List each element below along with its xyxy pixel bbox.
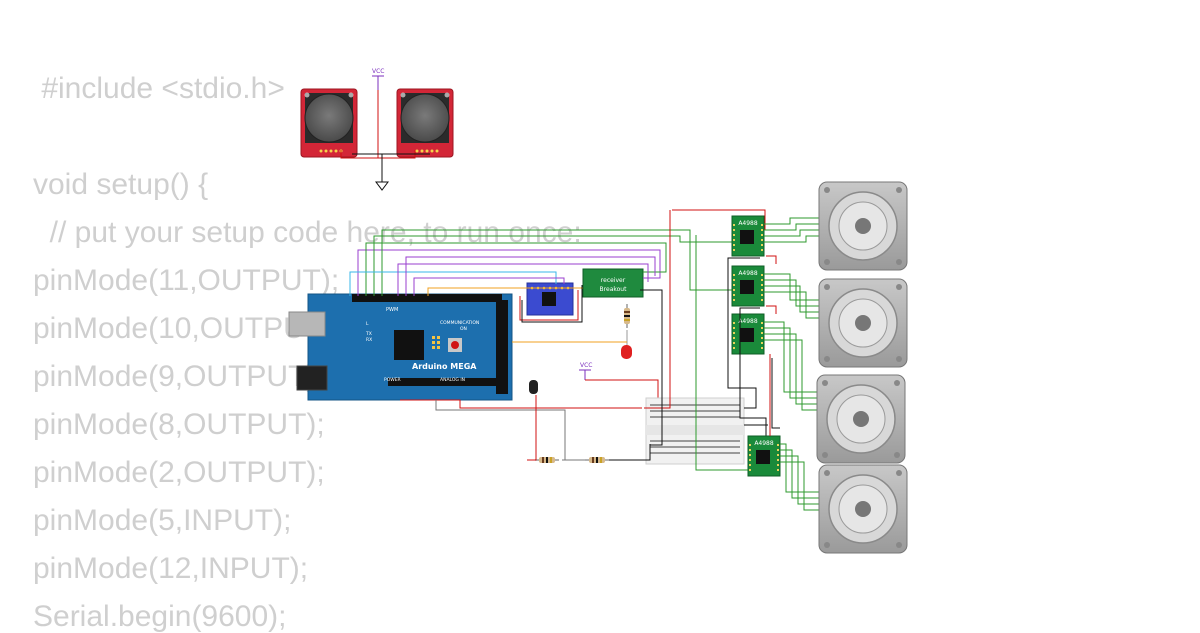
code-line: Serial.begin(9600); bbox=[33, 600, 287, 633]
led[interactable] bbox=[621, 330, 632, 359]
code-line: #include <stdio.h> bbox=[33, 72, 285, 105]
a4988-driver[interactable]: A4988 bbox=[731, 215, 765, 257]
a4988-driver[interactable]: A4988 bbox=[731, 313, 765, 355]
resistor bbox=[534, 456, 560, 464]
communication-label: COMMUNICATION bbox=[440, 320, 479, 326]
vcc-label: VCC bbox=[580, 362, 592, 369]
stepper-motor[interactable] bbox=[818, 181, 908, 271]
driver-label: A4988 bbox=[754, 440, 774, 447]
ground-symbol bbox=[375, 160, 389, 191]
driver-label: A4988 bbox=[738, 220, 758, 227]
stepper-motor[interactable] bbox=[818, 278, 908, 368]
code-line: pinMode(8,OUTPUT); bbox=[33, 408, 325, 441]
resistor bbox=[623, 303, 631, 329]
vcc-symbol: VCC bbox=[372, 68, 384, 90]
code-line: pinMode(12,INPUT); bbox=[33, 552, 309, 585]
code-line: void setup() { bbox=[33, 168, 209, 201]
joystick-module[interactable] bbox=[396, 88, 454, 158]
power-label: POWER bbox=[384, 377, 401, 383]
receiver-label: receiver bbox=[601, 277, 626, 284]
board-name: Arduino MEGA bbox=[412, 362, 477, 371]
vcc-label: VCC bbox=[372, 68, 384, 75]
driver-label: A4988 bbox=[738, 318, 758, 325]
driver-label: A4988 bbox=[738, 270, 758, 277]
on-label: ON bbox=[460, 326, 467, 332]
l-label: L bbox=[366, 321, 369, 327]
code-line: pinMode(9,OUTPUT); bbox=[33, 360, 325, 393]
analog-in-label: ANALOG IN bbox=[440, 377, 465, 383]
a4988-driver[interactable]: A4988 bbox=[747, 435, 781, 477]
code-line: pinMode(5,INPUT); bbox=[33, 504, 292, 537]
arduino-mega-board[interactable]: PWM COMMUNICATION ON L TX RX Arduino MEG… bbox=[288, 293, 513, 401]
receiver-breakout[interactable]: receiver Breakout bbox=[582, 268, 644, 298]
resistor bbox=[584, 456, 610, 464]
vcc-symbol: VCC bbox=[579, 362, 592, 380]
joystick-module[interactable] bbox=[300, 88, 358, 158]
code-line: pinMode(2,OUTPUT); bbox=[33, 456, 325, 489]
rx-label: RX bbox=[366, 337, 372, 343]
pwm-label: PWM bbox=[386, 307, 398, 313]
stepper-motor[interactable] bbox=[818, 464, 908, 554]
sensor-component bbox=[529, 380, 538, 394]
tx-label: TX bbox=[365, 331, 372, 337]
breakout-label: Breakout bbox=[600, 286, 628, 293]
a4988-driver[interactable]: A4988 bbox=[731, 265, 765, 307]
stepper-motor[interactable] bbox=[816, 374, 906, 464]
code-line: pinMode(11,OUTPUT); bbox=[33, 264, 340, 297]
